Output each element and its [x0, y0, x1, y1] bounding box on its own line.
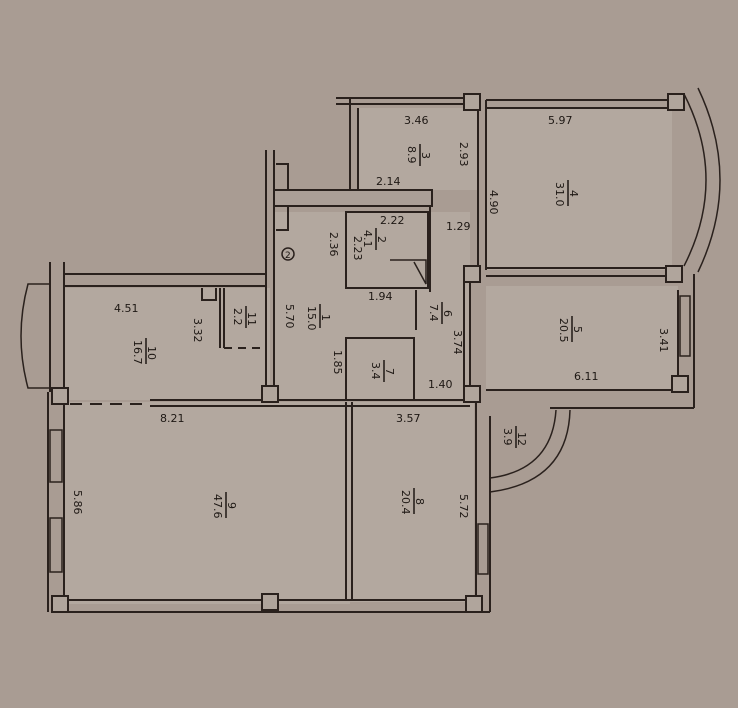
- dim-3-57: 3.57: [396, 412, 421, 425]
- svg-text:11: 11: [245, 312, 258, 326]
- svg-text:10: 10: [145, 346, 158, 360]
- svg-text:15.0: 15.0: [305, 306, 318, 331]
- svg-text:20.4: 20.4: [399, 490, 412, 515]
- svg-text:3.4: 3.4: [369, 362, 382, 380]
- dim-2-14: 2.14: [376, 175, 401, 188]
- dim-5-97: 5.97: [548, 114, 573, 127]
- dim-1-40: 1.40: [428, 378, 453, 391]
- room-9-label: 9 47.6: [211, 492, 238, 519]
- svg-text:20.5: 20.5: [557, 318, 570, 343]
- svg-text:8.9: 8.9: [405, 146, 418, 164]
- svg-text:3.9: 3.9: [501, 428, 514, 446]
- section-marker: [281, 247, 295, 261]
- dim-2-22: 2.22: [380, 214, 405, 227]
- dim-6-11: 6.11: [574, 370, 599, 383]
- room-10-label: 10 16.7: [131, 338, 158, 365]
- svg-text:7.4: 7.4: [427, 304, 440, 322]
- svg-text:12: 12: [515, 432, 528, 446]
- svg-text:9: 9: [225, 502, 238, 509]
- svg-text:16.7: 16.7: [131, 340, 144, 365]
- dim-3-41: 3.41: [657, 328, 670, 353]
- svg-text:4.1: 4.1: [361, 230, 374, 248]
- dim-8-21: 8.21: [160, 412, 185, 425]
- room-12-label: 12 3.9: [501, 426, 528, 448]
- svg-text:4: 4: [567, 190, 580, 197]
- room-fills: [64, 108, 678, 604]
- room-2-label: 2 4.1: [361, 228, 388, 250]
- room-3-label: 3 8.9: [405, 144, 432, 166]
- room-11-label: 11 2.2: [231, 306, 258, 328]
- dim-2-93: 2.93: [457, 142, 470, 167]
- room-1-label: 1 15.0: [305, 304, 332, 331]
- dim-4-51: 4.51: [114, 302, 139, 315]
- columns: [51, 93, 689, 613]
- dim-1-94: 1.94: [368, 290, 393, 303]
- svg-text:47.6: 47.6: [211, 494, 224, 519]
- dim-5-72: 5.72: [457, 494, 470, 519]
- room-labels: 1 15.0 2 4.1 3 8.9 4 31.0 5 20.5 6 7.4: [131, 144, 584, 519]
- svg-text:8: 8: [413, 498, 426, 505]
- section-marker-label: 2: [285, 251, 291, 261]
- windows: [49, 295, 691, 575]
- room-6-label: 6 7.4: [427, 302, 454, 324]
- dim-1-85: 1.85: [331, 350, 344, 375]
- svg-text:31.0: 31.0: [553, 182, 566, 207]
- dim-2-23: 2.23: [351, 236, 364, 261]
- walls: [20, 87, 721, 613]
- dim-5-86: 5.86: [71, 490, 84, 515]
- svg-text:5: 5: [571, 326, 584, 333]
- room-5-label: 5 20.5: [557, 316, 584, 343]
- dim-3-74: 3.74: [451, 330, 464, 355]
- svg-text:7: 7: [383, 368, 396, 375]
- dim-5-70: 5.70: [283, 304, 296, 329]
- dim-1-29: 1.29: [446, 220, 471, 233]
- dimension-labels: 3.46 2.93 2.14 5.97 4.90 2.22 2.36 2.23 …: [71, 114, 670, 519]
- svg-text:2: 2: [375, 236, 388, 243]
- room-4-label: 4 31.0: [553, 180, 580, 207]
- dim-3-32: 3.32: [191, 318, 204, 343]
- dim-3-46: 3.46: [404, 114, 429, 127]
- svg-text:6: 6: [441, 310, 454, 317]
- svg-text:3: 3: [419, 152, 432, 159]
- room-8-label: 8 20.4: [399, 488, 426, 515]
- dim-2-36: 2.36: [327, 232, 340, 257]
- svg-text:2.2: 2.2: [231, 308, 244, 326]
- room-7-label: 7 3.4: [369, 360, 396, 382]
- svg-text:1: 1: [319, 314, 332, 321]
- dim-4-90: 4.90: [487, 190, 500, 215]
